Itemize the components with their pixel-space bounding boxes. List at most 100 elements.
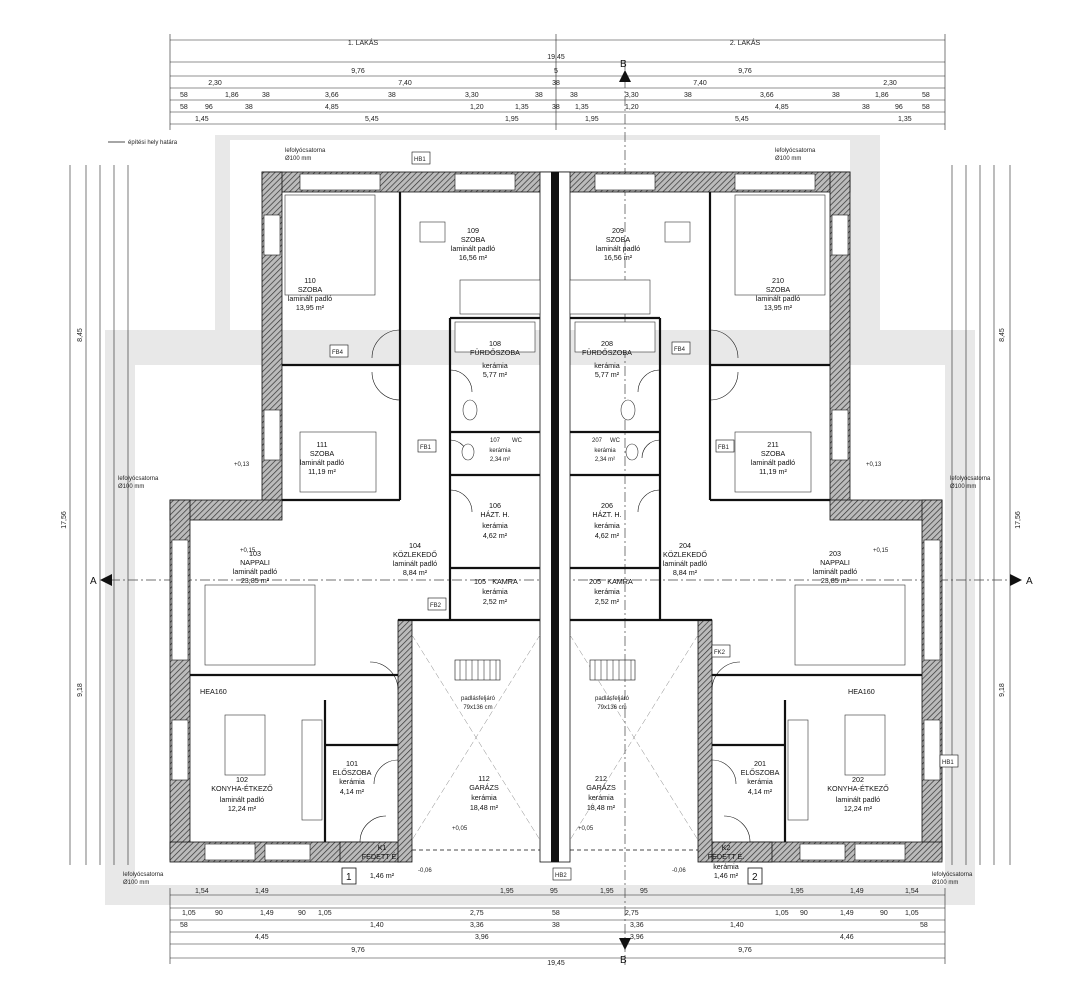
room-102-name: KONYHA-ÉTKEZŐ [211, 784, 273, 793]
dim: 1,49 [850, 888, 864, 895]
dim: 1,05 [775, 910, 789, 917]
room-210-num: 210 [772, 276, 784, 285]
room-204-floor: laminált padló [663, 559, 707, 568]
level-out-right: +0,13 [866, 462, 882, 468]
room-201-num: 201 [754, 759, 766, 768]
dim: 2,75 [625, 910, 639, 917]
unit-2-number: 2 [752, 872, 758, 883]
level-garage-right: +0,05 [578, 826, 594, 832]
dim: 1,40 [730, 922, 744, 929]
room-206-area: 4,62 m² [595, 531, 620, 540]
section-a-label-right: A [1026, 576, 1033, 587]
level-out2-left: -0,06 [418, 868, 432, 874]
room-106-name: HÁZT. H. [480, 510, 509, 519]
downpipe-size: Ø100 mm [950, 484, 976, 490]
downpipe-size: Ø100 mm [932, 880, 958, 886]
room-204-area: 8,84 m² [673, 568, 698, 577]
side-dimensions [69, 165, 1011, 865]
dim: 95 [550, 888, 558, 895]
room-208-name: FÜRDŐSZOBA [582, 348, 632, 357]
dim: 1,45 [195, 116, 209, 123]
room-110-name: SZOBA [298, 285, 323, 294]
room-108-area: 5,77 m² [483, 370, 508, 379]
dim: 90 [215, 910, 223, 917]
room-209-num: 209 [612, 226, 624, 235]
dim: 1,35 [575, 104, 589, 111]
room-k2-floor: kerámia [713, 862, 739, 871]
dim: 1,05 [905, 910, 919, 917]
section-b-label-bottom: B [620, 955, 627, 966]
room-209-floor: laminált padló [596, 244, 640, 253]
room-203-name: NAPPALI [820, 558, 850, 567]
top-dim-right: 9,76 [738, 68, 752, 75]
room-k2-area: 1,46 m² [714, 871, 739, 880]
downpipe-labels: lefolyócsatorna Ø100 mm lefolyócsatorna … [118, 148, 991, 886]
room-202-name: KONYHA-ÉTKEZŐ [827, 784, 889, 793]
room-209-area: 16,56 m² [604, 253, 633, 262]
room-102-num: 102 [236, 775, 248, 784]
dim: 1,49 [260, 910, 274, 917]
room-202-floor: laminált padló [836, 795, 880, 804]
room-105-area: 2,52 m² [483, 597, 508, 606]
bottom-dim-row1: 1,54 1,49 1,95 95 1,95 95 1,95 1,49 1,54 [195, 888, 919, 895]
room-205-num: 205 [589, 577, 601, 586]
dim: 90 [880, 910, 888, 917]
dim: 1,35 [515, 104, 529, 111]
dim: 96 [205, 104, 213, 111]
party-wall-core [551, 172, 559, 862]
tag-fb1-right: FB1 [718, 445, 730, 451]
dim: 3,30 [625, 92, 639, 99]
right-dim-upper: 8,45 [999, 328, 1006, 342]
room-110-area: 13,95 m² [296, 303, 325, 312]
room-106-area: 4,62 m² [483, 531, 508, 540]
dim: 1,54 [905, 888, 919, 895]
room-107-num: 107 [490, 438, 501, 444]
dim: 38 [245, 104, 253, 111]
room-201-area: 4,14 m² [748, 787, 773, 796]
room-206-name: HÁZT. H. [592, 510, 621, 519]
room-206-num: 206 [601, 501, 613, 510]
downpipe-label: lefolyócsatorna [123, 872, 164, 878]
dim: 3,36 [630, 922, 644, 929]
dim: 96 [895, 104, 903, 111]
room-210-floor: laminált padló [756, 294, 800, 303]
room-112-num: 112 [478, 774, 489, 783]
dim: 4,85 [775, 104, 789, 111]
dim: 90 [800, 910, 808, 917]
downpipe-label: lefolyócsatorna [118, 476, 159, 482]
tag-fb4-right: FB4 [674, 347, 686, 353]
dim: 1,49 [840, 910, 854, 917]
interior-walls [190, 192, 922, 842]
attic-1-label: padlásfeljáró [461, 696, 496, 702]
dim: 38 [535, 92, 543, 99]
room-112-floor: kerámia [471, 793, 497, 802]
bottom-dim-row2: 1,05 90 1,49 90 1,05 2,75 58 2,75 1,05 9… [182, 910, 919, 917]
room-212-name: GARÁZS [586, 783, 616, 792]
dim: 2,75 [470, 910, 484, 917]
room-212-floor: kerámia [588, 793, 614, 802]
top-dim-row5: 58 96 38 4,85 1,20 1,35 38 1,35 1,20 4,8… [180, 104, 930, 111]
dim: 1,35 [898, 116, 912, 123]
room-212-area: 18,48 m² [587, 803, 616, 812]
room-108-floor: kerámia [482, 361, 508, 370]
room-109-floor: laminált padló [451, 244, 495, 253]
room-202-area: 12,24 m² [844, 804, 873, 813]
attic-2-label: padlásfeljáró [595, 696, 630, 702]
room-211-floor: laminált padló [751, 458, 795, 467]
dim: 38 [552, 922, 560, 929]
dim: 58 [920, 922, 928, 929]
hea-2-label: HEA160 [848, 687, 875, 696]
room-211-num: 211 [767, 440, 778, 449]
dim: 90 [298, 910, 306, 917]
room-k2-name: FEDETT É. [708, 852, 745, 861]
top-dim-row4: 58 1,86 38 3,66 38 3,30 38 38 3,30 38 3,… [180, 92, 930, 99]
room-211-name: SZOBA [761, 449, 786, 458]
room-109-num: 109 [467, 226, 479, 235]
top-dimensions [169, 34, 946, 130]
dim: 3,96 [475, 934, 489, 941]
unit-1-box [341, 867, 357, 885]
top-dim-mid: 5 [554, 68, 558, 75]
room-203-area: 23,85 m² [821, 576, 850, 585]
bottom-dim-left: 9,76 [351, 947, 365, 954]
dim: 1,86 [875, 92, 889, 99]
